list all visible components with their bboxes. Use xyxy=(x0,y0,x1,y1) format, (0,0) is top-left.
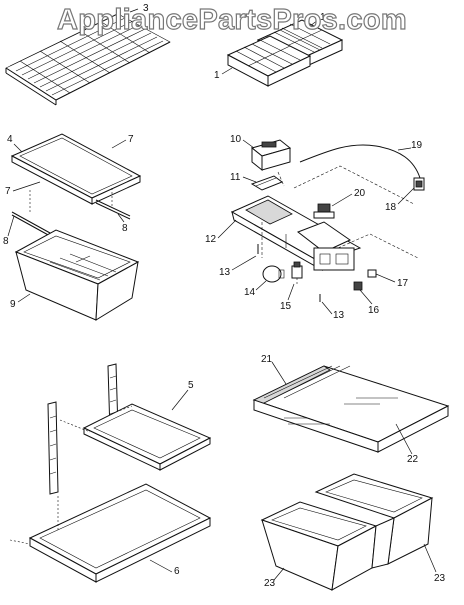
callout-17: 17 xyxy=(397,278,409,289)
crisper-drawer xyxy=(14,229,140,321)
callout-18: 18 xyxy=(385,202,397,213)
glass-shelf-upper xyxy=(59,403,212,471)
callout-4: 4 xyxy=(7,134,13,145)
callout-6: 6 xyxy=(174,566,180,577)
wire-shelf xyxy=(5,11,171,106)
callout-11: 11 xyxy=(230,172,241,183)
callout-10: 10 xyxy=(230,134,242,145)
callout-7-side: 7 xyxy=(5,186,11,197)
callout-9: 9 xyxy=(10,299,16,310)
watermark-text: AppliancePartsPros.com xyxy=(56,3,407,36)
ice-maker-assembly xyxy=(230,139,425,302)
crisper-cover-assembly xyxy=(252,365,450,453)
glass-shelf-lower xyxy=(9,483,212,583)
callout-7-top: 7 xyxy=(128,134,134,145)
crisper-pans xyxy=(260,473,434,591)
callout-1-front: 1 xyxy=(214,70,220,81)
callout-8-right: 8 xyxy=(122,223,128,234)
callout-12: 12 xyxy=(205,234,217,245)
callout-15: 15 xyxy=(280,301,292,312)
callout-5: 5 xyxy=(188,380,194,391)
callout-13-left: 13 xyxy=(219,267,231,278)
callout-16: 16 xyxy=(368,305,380,316)
callout-14: 14 xyxy=(244,287,256,298)
callout-1-rear: 1 xyxy=(320,12,326,23)
callout-21: 21 xyxy=(261,354,273,365)
callout-19: 19 xyxy=(411,140,423,151)
callout-23-right: 23 xyxy=(434,573,446,584)
callout-22: 22 xyxy=(407,454,419,465)
ice-tray-front xyxy=(226,35,312,87)
callout-3: 3 xyxy=(143,3,149,14)
callout-8-left: 8 xyxy=(3,236,9,247)
crisper-cover-shelf xyxy=(10,133,142,205)
callout-20: 20 xyxy=(354,188,366,199)
callout-23-left: 23 xyxy=(264,578,276,589)
callout-13-right: 13 xyxy=(333,310,345,321)
